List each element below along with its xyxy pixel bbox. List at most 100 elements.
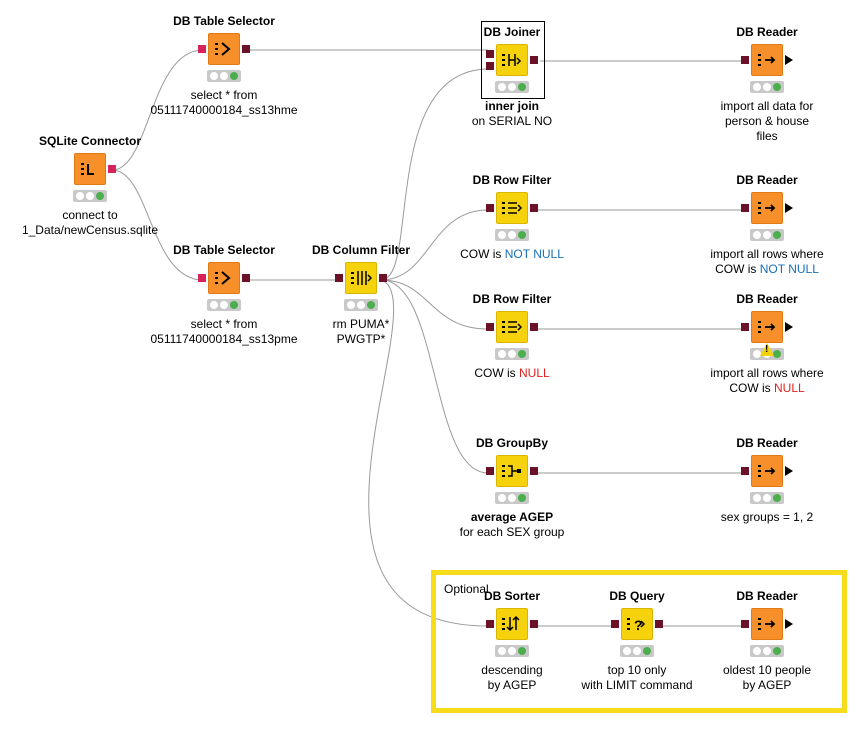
db-output-port[interactable] — [379, 274, 387, 282]
node-title: DB Table Selector — [173, 14, 275, 28]
data-output-port[interactable] — [785, 322, 793, 332]
status-traffic-light — [495, 229, 529, 241]
node-description: COW is NULL — [474, 366, 550, 380]
status-traffic-light — [207, 299, 241, 311]
connection-output-port[interactable] — [108, 165, 116, 173]
db-input-port[interactable] — [741, 204, 749, 212]
optional-annotation[interactable]: Optional — [431, 570, 847, 713]
node-title: DB Reader — [736, 173, 798, 187]
annotation-label: Optional — [444, 582, 489, 596]
db-input-port-left[interactable] — [486, 50, 494, 58]
reader-icon[interactable] — [751, 608, 783, 640]
node-title: DB Row Filter — [472, 173, 552, 187]
db-input-port-right[interactable] — [486, 62, 494, 70]
node-title: DB Joiner — [483, 25, 541, 39]
node-title: DB Table Selector — [173, 243, 275, 257]
wire-columnfilter-to-rowfilter2 — [380, 279, 489, 330]
data-output-port[interactable] — [785, 619, 793, 629]
db-input-port[interactable] — [486, 467, 494, 475]
data-output-port[interactable] — [785, 55, 793, 65]
column-filter-icon[interactable] — [345, 262, 377, 294]
connection-input-port[interactable] — [198, 45, 206, 53]
table-selector-icon[interactable] — [208, 33, 240, 65]
status-traffic-light — [750, 81, 784, 93]
db-output-port[interactable] — [530, 467, 538, 475]
wire-connector-to-selector1 — [111, 49, 204, 171]
db-input-port[interactable] — [741, 56, 749, 64]
node-title: DB Sorter — [483, 589, 540, 603]
db-input-port[interactable] — [335, 274, 343, 282]
node-description: sex groups = 1, 2 — [720, 510, 814, 524]
node-title: DB Reader — [736, 436, 798, 450]
node-description: select * from 05111740000184_ss13hme — [150, 88, 298, 117]
wire-connector-to-selector2 — [111, 169, 204, 281]
db-input-port[interactable] — [486, 204, 494, 212]
node-description: connect to 1_Data/newCensus.sqlite — [21, 208, 159, 237]
sorter-icon[interactable] — [496, 608, 528, 640]
row-filter-icon[interactable] — [496, 192, 528, 224]
wire-columnfilter-to-joiner — [380, 68, 489, 281]
node-title: DB Reader — [736, 25, 798, 39]
node-description: COW is NOT NULL — [460, 247, 564, 261]
node-title: DB Column Filter — [312, 243, 410, 257]
db-input-port[interactable] — [741, 467, 749, 475]
wire-columnfilter-to-rowfilter1 — [380, 209, 489, 281]
node-title: DB Row Filter — [472, 292, 552, 306]
connection-input-port[interactable] — [198, 274, 206, 282]
reader-icon[interactable] — [751, 44, 783, 76]
status-traffic-light — [207, 70, 241, 82]
db-input-port[interactable] — [741, 323, 749, 331]
selection-frame — [481, 21, 545, 99]
joiner-icon[interactable] — [496, 44, 528, 76]
wire-columnfilter-to-sorter — [368, 279, 489, 627]
table-selector-icon[interactable] — [208, 262, 240, 294]
status-traffic-light — [344, 299, 378, 311]
groupby-icon[interactable] — [496, 455, 528, 487]
db-input-port[interactable] — [486, 323, 494, 331]
node-description: descending by AGEP — [481, 663, 543, 692]
db-input-port[interactable] — [741, 620, 749, 628]
query-icon[interactable]: ? — [621, 608, 653, 640]
reader-icon[interactable] — [751, 455, 783, 487]
status-traffic-light — [495, 645, 529, 657]
wire-columnfilter-to-groupby — [380, 279, 489, 474]
db-input-port[interactable] — [611, 620, 619, 628]
node-description: select * from 05111740000184_ss13pme — [150, 317, 298, 346]
status-traffic-light — [495, 81, 529, 93]
node-description: top 10 only with LIMIT command — [581, 663, 693, 692]
db-connector-icon[interactable] — [74, 153, 106, 185]
node-title: DB Reader — [736, 292, 798, 306]
node-description: oldest 10 people by AGEP — [722, 663, 812, 692]
warning-icon[interactable] — [760, 343, 774, 356]
node-description: import all rows where COW is NULL — [710, 366, 824, 395]
row-filter-icon[interactable] — [496, 311, 528, 343]
status-traffic-light — [495, 492, 529, 504]
db-input-port[interactable] — [486, 620, 494, 628]
status-traffic-light — [73, 190, 107, 202]
node-description: average AGEP for each SEX group — [459, 510, 565, 539]
db-output-port[interactable] — [530, 323, 538, 331]
db-output-port[interactable] — [655, 620, 663, 628]
node-title: DB GroupBy — [476, 436, 548, 450]
svg-text:?: ? — [634, 617, 643, 633]
reader-icon[interactable] — [751, 192, 783, 224]
data-output-port[interactable] — [785, 203, 793, 213]
node-title: DB Query — [609, 589, 665, 603]
reader-icon[interactable] — [751, 311, 783, 343]
db-output-port[interactable] — [242, 274, 250, 282]
warning-mark: ! — [765, 344, 769, 355]
data-output-port[interactable] — [785, 466, 793, 476]
db-output-port[interactable] — [242, 45, 250, 53]
status-traffic-light — [495, 348, 529, 360]
db-output-port[interactable] — [530, 56, 538, 64]
node-description: rm PUMA* PWGTP* — [332, 317, 390, 346]
node-description: import all data for person & house files — [720, 99, 814, 143]
db-output-port[interactable] — [530, 204, 538, 212]
db-output-port[interactable] — [530, 620, 538, 628]
node-description: import all rows where COW is NOT NULL — [710, 247, 824, 276]
status-traffic-light — [750, 492, 784, 504]
status-traffic-light — [620, 645, 654, 657]
node-title: DB Reader — [736, 589, 798, 603]
node-title: SQLite Connector — [38, 134, 141, 148]
